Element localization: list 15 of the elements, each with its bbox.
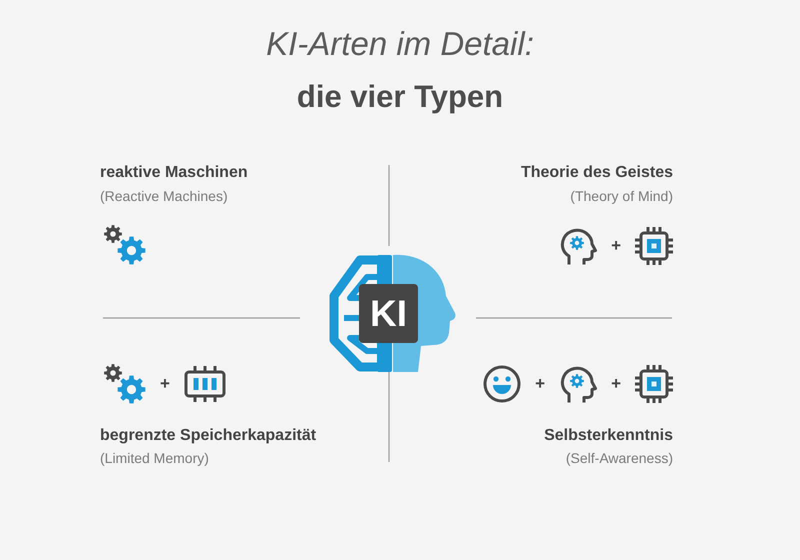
type-subtitle: (Limited Memory) — [100, 449, 209, 468]
node-label: KI — [370, 294, 407, 334]
type-subtitle: (Theory of Mind) — [570, 187, 673, 206]
type-heading: reaktive Maschinen — [100, 163, 248, 183]
plus-sign: + — [160, 374, 170, 394]
label-box — [359, 284, 418, 343]
type-subtitle: (Reactive Machines) — [100, 187, 228, 206]
plus-sign: + — [535, 374, 546, 394]
type-subtitle: (Self-Awareness) — [566, 449, 673, 468]
plus-sign: + — [611, 374, 621, 394]
diagram-title: KI-Arten im Detail: die vier Typen — [266, 24, 534, 116]
type-heading: Theorie des Geistes — [520, 163, 673, 183]
type-heading: Selbsterkenntnis — [544, 426, 673, 446]
plus-sign: + — [611, 236, 621, 256]
type-heading: begrenzte Speicherkapazität — [100, 426, 316, 446]
